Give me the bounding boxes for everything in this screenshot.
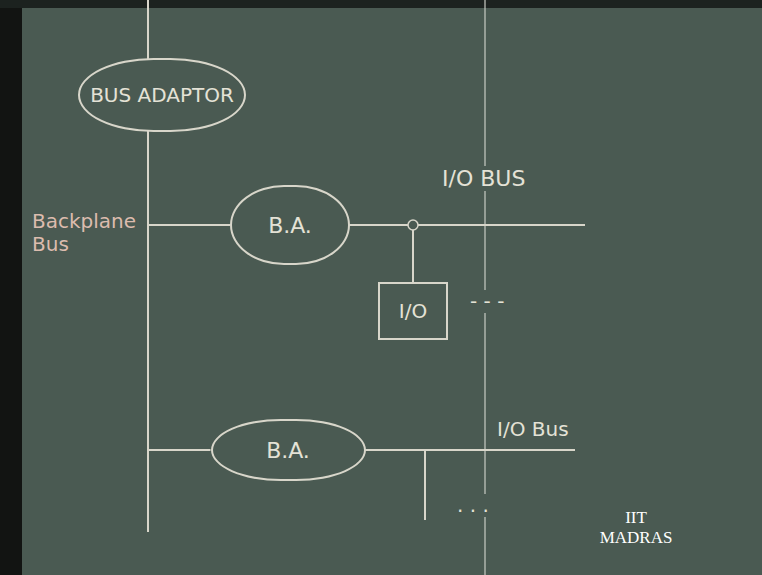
node-text: BUS ADAPTOR [90,83,234,107]
continuation-mark: - - - [468,290,506,313]
node-text: I/O [399,299,427,323]
bus-name: I/O Bus [495,418,571,441]
bus-adaptor-box: B.A. [211,419,366,481]
bus-adaptor-box: B.A. [230,185,350,265]
bus-name: I/O BUS [440,166,527,191]
bus-connector [148,132,230,225]
board-top-shadow [0,0,762,8]
watermark: IIT MADRAS [592,508,680,547]
bus-connector [148,132,211,450]
board-edge-shadow [0,0,22,575]
bus-name: Backplane Bus [30,210,146,256]
node-text: B.A. [266,438,310,463]
continuation-mark: . . . [455,494,491,517]
tap-point [408,220,418,230]
board-seam [484,0,486,575]
bus-adaptor-box: BUS ADAPTOR [78,58,246,132]
node-text: B.A. [268,213,312,238]
io-device-box: I/O [378,282,448,340]
bus-connector [350,225,413,282]
bus-tap-line [424,450,426,520]
